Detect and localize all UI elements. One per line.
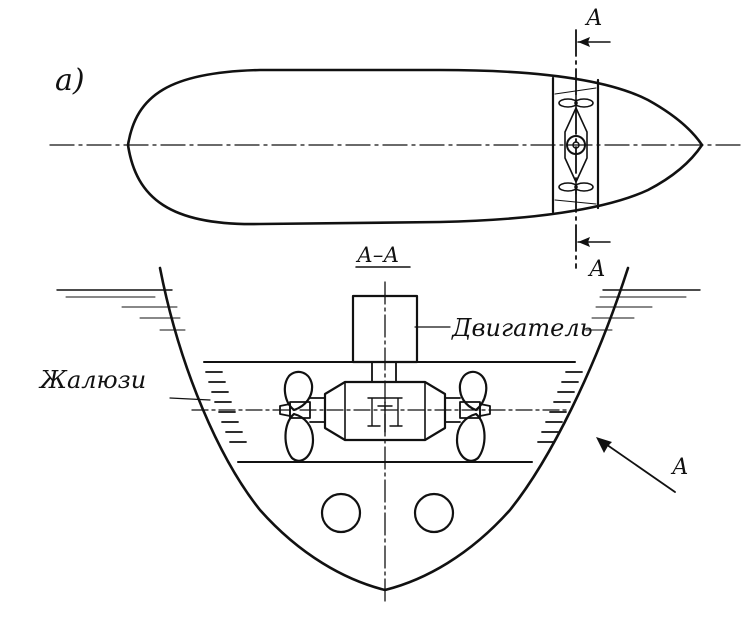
section-mark-bottom: А: [587, 257, 606, 282]
porthole-left: [320, 492, 362, 534]
panel-label: а): [55, 63, 85, 98]
propeller-icon: [455, 370, 491, 462]
louvers-right: [537, 371, 583, 443]
section-title: А–А: [355, 243, 399, 267]
louvers-leader: [169, 397, 211, 401]
coupling-shaft: [371, 361, 397, 383]
louvers-label: Жалюзи: [38, 366, 146, 394]
view-arrow: [596, 437, 676, 493]
gearbox: [309, 380, 461, 442]
louvers-left: [205, 371, 247, 443]
propeller-icon: [279, 370, 315, 462]
section-cut-line: [575, 29, 611, 269]
thruster-tunnel-plan: [551, 76, 600, 214]
porthole-right: [413, 492, 455, 534]
view-arrow-label: А: [670, 455, 689, 480]
section-mark-top: А: [584, 6, 603, 31]
section-view: А–А Двигатель: [38, 243, 701, 606]
hull-outline-plan: [126, 68, 704, 226]
plan-view: а): [49, 6, 741, 282]
engine-label: Двигатель: [451, 314, 593, 342]
